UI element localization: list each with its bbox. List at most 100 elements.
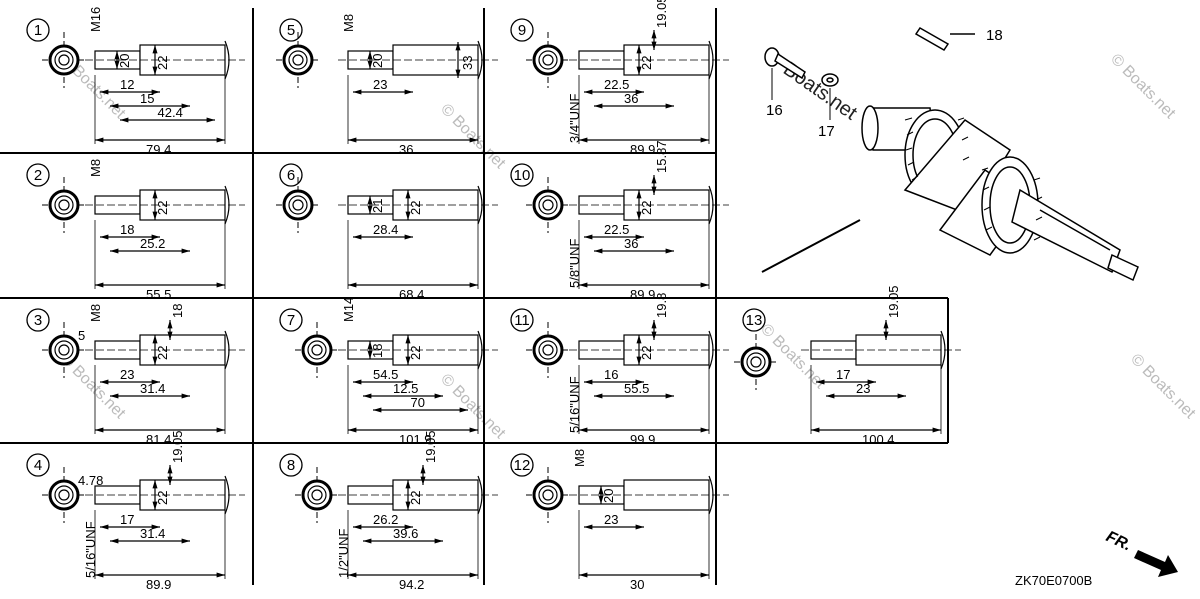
dim-length-b: 25.2 bbox=[140, 236, 165, 251]
dim-small-diameter: 20 bbox=[601, 489, 616, 503]
dim-main-diameter: 22 bbox=[408, 491, 423, 505]
dim-small-diameter: 21 bbox=[370, 199, 385, 213]
gear-teeth-lower bbox=[981, 167, 1043, 241]
dim-key-diameter: 15.87 bbox=[654, 140, 669, 173]
dim-total-length: 94.2 bbox=[399, 577, 424, 592]
watermark: © Boats.net bbox=[437, 101, 509, 173]
dim-length-a: 17 bbox=[120, 512, 134, 527]
dim-total-length: 89.9 bbox=[630, 287, 655, 302]
dim-length-b: 23 bbox=[856, 381, 870, 396]
front-label: FR. bbox=[1103, 528, 1134, 554]
callout-17: 17 bbox=[818, 123, 835, 140]
dim-length-b: 31.4 bbox=[140, 381, 165, 396]
item-number: 10 bbox=[510, 163, 534, 187]
dim-thread: 5/16"UNF bbox=[567, 376, 582, 433]
dim-length-a: 17 bbox=[836, 367, 850, 382]
dim-thread: 1/2"UNF bbox=[336, 529, 351, 578]
dim-total-length: 89.9 bbox=[630, 142, 655, 157]
dim-key-diameter: 19.05 bbox=[886, 285, 901, 318]
dim-main-diameter: 22 bbox=[639, 346, 654, 360]
item-number-label: 10 bbox=[514, 167, 531, 184]
dim-length-a: 23 bbox=[373, 77, 387, 92]
dim-key-diameter: 19.05 bbox=[170, 430, 185, 463]
dim-length-a: 18 bbox=[120, 222, 134, 237]
dim-thread: M8 bbox=[88, 159, 103, 177]
dim-thread: 3/4"UNF bbox=[567, 94, 582, 143]
watermark: © Boats.net bbox=[437, 371, 509, 443]
shaft-variant-13: 13 19.05 17 23 100.4 bbox=[734, 285, 961, 447]
item-number: 4 bbox=[26, 453, 50, 477]
dim-key-width: 4.78 bbox=[78, 473, 103, 488]
crankshaft-drawing bbox=[861, 105, 1139, 282]
dim-thread: 5/8"UNF bbox=[567, 239, 582, 288]
dim-main-diameter: 22 bbox=[155, 56, 170, 70]
dim-length-a: 12 bbox=[120, 77, 134, 92]
dim-length-a: 54.5 bbox=[373, 367, 398, 382]
dim-outer-diameter: 33 bbox=[460, 56, 475, 70]
dim-length-b: 39.6 bbox=[393, 526, 418, 541]
callout-16: 16 bbox=[766, 102, 783, 119]
dim-key-width: 5 bbox=[78, 328, 85, 343]
dim-small-diameter: 18 bbox=[370, 344, 385, 358]
item-number: 1 bbox=[26, 18, 50, 42]
dim-thread: M8 bbox=[341, 14, 356, 32]
item-number: 2 bbox=[26, 163, 50, 187]
gear-teeth-upper bbox=[904, 117, 970, 181]
dim-length-a: 23 bbox=[120, 367, 134, 382]
callout-18: 18 bbox=[986, 27, 1003, 44]
dim-length-a: 28.4 bbox=[373, 222, 398, 237]
item-number-label: 13 bbox=[746, 312, 763, 329]
dim-total-length: 30 bbox=[630, 577, 644, 592]
dim-small-diameter: 20 bbox=[117, 54, 132, 68]
dim-key-diameter: 19.05 bbox=[654, 0, 669, 28]
item-number: 7 bbox=[279, 308, 303, 332]
dim-total-length: 79.4 bbox=[146, 142, 171, 157]
item-number: 12 bbox=[510, 453, 534, 477]
dim-length-a: 16 bbox=[604, 367, 618, 382]
dim-length-a: 22.5 bbox=[604, 77, 629, 92]
dim-main-diameter: 22 bbox=[155, 346, 170, 360]
dim-main-diameter: 22 bbox=[639, 56, 654, 70]
dim-thread: M14 bbox=[341, 297, 356, 322]
dim-length-b: 55.5 bbox=[624, 381, 649, 396]
front-direction-indicator: FR. bbox=[1103, 528, 1178, 577]
item-number: 9 bbox=[510, 18, 534, 42]
dim-length-b: 12.5 bbox=[393, 381, 418, 396]
item-number: 6 bbox=[279, 163, 303, 187]
item-number-label: 2 bbox=[34, 167, 42, 184]
separator-line bbox=[761, 219, 861, 273]
dim-length-a: 23 bbox=[604, 512, 618, 527]
dim-thread: M8 bbox=[88, 304, 103, 322]
key-18-drawing bbox=[914, 27, 975, 51]
dim-thread: M8 bbox=[572, 449, 587, 467]
dim-key-diameter: 19.8 bbox=[654, 293, 669, 318]
item-number-label: 6 bbox=[287, 167, 295, 184]
shaft-variants: 12220M16121542.479.4222M81825.255.532218… bbox=[26, 0, 961, 592]
dim-thread: 5/16"UNF bbox=[83, 521, 98, 578]
dim-length-c: 70 bbox=[411, 395, 425, 410]
dim-total-length: 100.4 bbox=[862, 432, 895, 447]
dim-length-b: 15 bbox=[140, 91, 154, 106]
dim-total-length: 36 bbox=[399, 142, 413, 157]
dim-total-length: 55.5 bbox=[146, 287, 171, 302]
shaft-variant-12: 12 20 M8 23 30 bbox=[510, 449, 729, 592]
item-number-label: 5 bbox=[287, 22, 295, 39]
item-number: 5 bbox=[279, 18, 303, 42]
front-arrow-icon bbox=[1134, 550, 1178, 577]
dim-total-length: 99.9 bbox=[630, 432, 655, 447]
dim-main-diameter: 22 bbox=[155, 201, 170, 215]
dim-thread: M16 bbox=[88, 7, 103, 32]
item-number-label: 9 bbox=[518, 22, 526, 39]
dim-length-b: 36 bbox=[624, 236, 638, 251]
dim-length-a: 26.2 bbox=[373, 512, 398, 527]
